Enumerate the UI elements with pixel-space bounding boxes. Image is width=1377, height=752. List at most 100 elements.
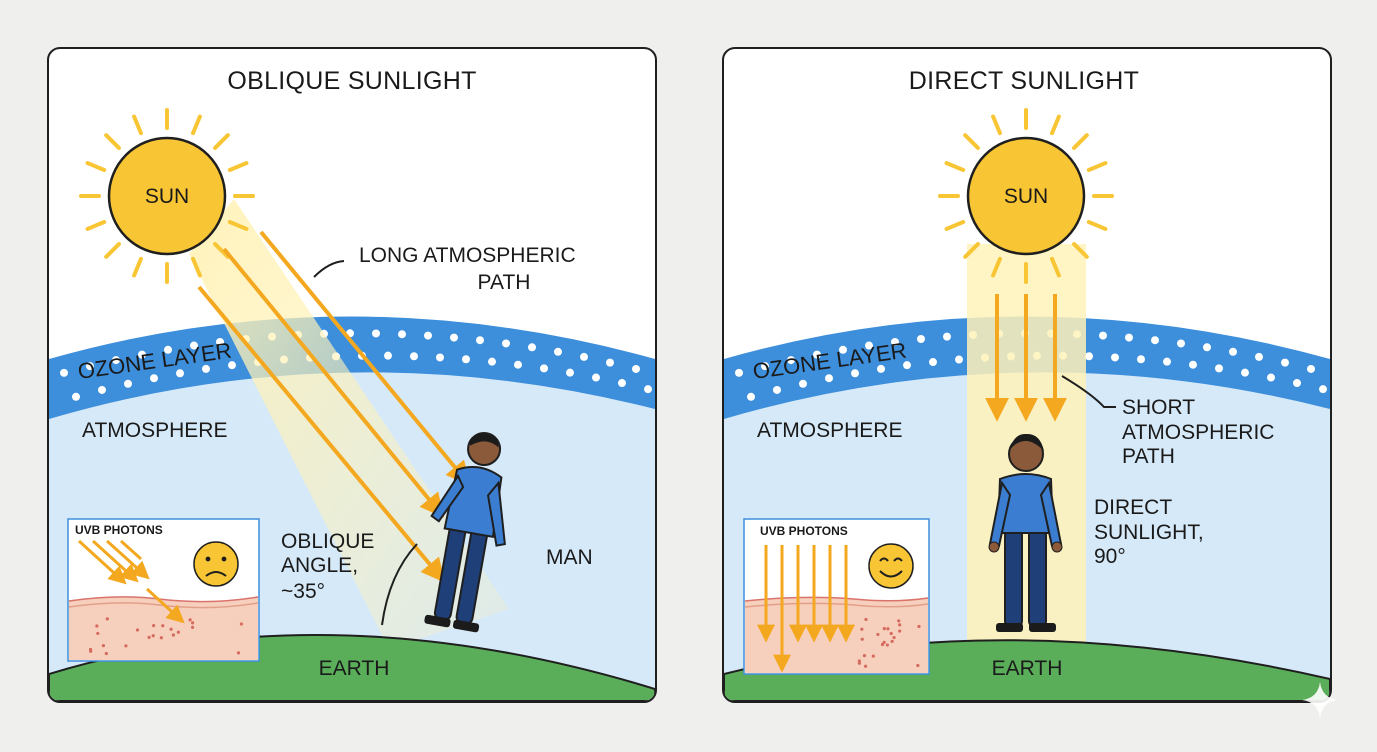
skin-cell	[102, 644, 105, 647]
sparkle-icon	[1300, 680, 1340, 720]
ozone-dot	[502, 339, 510, 347]
skin-cell	[148, 636, 151, 639]
ozone-dot	[1241, 369, 1249, 377]
ozone-dot	[1281, 359, 1289, 367]
sun-ray	[230, 163, 247, 170]
ozone-dot	[72, 393, 80, 401]
inset-label: UVB PHOTONS	[760, 524, 848, 538]
ozone-dot	[606, 359, 614, 367]
sun-ray	[1089, 163, 1106, 170]
ozone-dot	[98, 386, 106, 394]
long-path-label-line2: PATH	[478, 271, 531, 294]
skin-cell	[106, 617, 109, 620]
skin-cell	[161, 624, 164, 627]
angle-label-line2: ANGLE,	[281, 554, 358, 577]
skin-cell	[886, 627, 889, 630]
ozone-dot	[1151, 336, 1159, 344]
ozone-dot	[436, 353, 444, 361]
ozone-dot	[632, 365, 640, 373]
ozone-dot	[851, 369, 859, 377]
direct-sunlight-panel: SUN EARTH OZONE LAYER ATMOSPHERE SHORT A…	[722, 47, 1332, 703]
ozone-dot	[450, 334, 458, 342]
panel-title: OBLIQUE SUNLIGHT	[227, 67, 476, 95]
inset-label: UVB PHOTONS	[75, 523, 163, 537]
direct-label-line1: DIRECT	[1094, 496, 1172, 519]
ozone-dot	[514, 361, 522, 369]
sun-ray	[965, 135, 978, 148]
oblique-sunlight-panel: SUN EARTH LONG ATMOSPHERIC PATH OZONE LA…	[47, 47, 657, 703]
skin-cell	[152, 634, 155, 637]
skin-cell	[237, 651, 240, 654]
atmosphere-label: ATMOSPHERE	[82, 419, 227, 442]
skin-cell	[881, 643, 884, 646]
ozone-dot	[150, 374, 158, 382]
ozone-dot	[825, 374, 833, 382]
ozone-dot	[735, 369, 743, 377]
sun-ray	[1089, 222, 1106, 229]
smiling-face-icon	[869, 544, 913, 588]
skin-cell	[152, 624, 155, 627]
earth-label: EARTH	[319, 657, 390, 680]
ozone-dot	[176, 369, 184, 377]
skin-cell	[105, 652, 108, 655]
skin-cell	[191, 621, 194, 624]
ozone-dot	[580, 353, 588, 361]
skin-cell	[864, 618, 867, 621]
ozone-dot	[955, 356, 963, 364]
ozone-dot	[1099, 332, 1107, 340]
ozone-dot	[384, 352, 392, 360]
sun-ray	[993, 117, 1000, 134]
skin-cell	[861, 638, 864, 641]
man-label: MAN	[546, 546, 593, 569]
angle-label-line1: OBLIQUE	[281, 530, 374, 553]
ozone-dot	[372, 329, 380, 337]
short-path-label-line1: SHORT	[1122, 396, 1195, 419]
sun-ray	[947, 222, 964, 229]
sun-ray	[134, 117, 141, 134]
ozone-dot	[424, 332, 432, 340]
ozone-dot	[917, 335, 925, 343]
skin-cell	[892, 636, 895, 639]
ozone-dot	[1177, 339, 1185, 347]
ozone-dot	[929, 358, 937, 366]
skin-cell	[188, 618, 191, 621]
skin-cell	[916, 664, 919, 667]
ozone-dot	[540, 364, 548, 372]
sun-ray	[215, 135, 228, 148]
skin-cell	[96, 632, 99, 635]
sun-label: SUN	[145, 185, 189, 208]
ozone-dot	[462, 355, 470, 363]
ozone-dot	[1203, 343, 1211, 351]
skin-cell	[240, 622, 243, 625]
angle-label-line3: ~35°	[281, 580, 325, 603]
ozone-dot	[488, 358, 496, 366]
sun-ray	[947, 163, 964, 170]
skin-cell	[95, 624, 98, 627]
skin-cell	[876, 633, 879, 636]
ozone-dot	[943, 333, 951, 341]
skin-cell	[864, 665, 867, 668]
sun-ray	[88, 163, 105, 170]
direct-label-line2: SUNLIGHT,	[1094, 521, 1204, 544]
direct-label-line3: 90°	[1094, 545, 1126, 568]
skin-cell	[917, 625, 920, 628]
ozone-dot	[1267, 374, 1275, 382]
sun-ray	[1074, 135, 1087, 148]
uvb-inset: UVB PHOTONS	[68, 519, 259, 661]
short-path-label-line3: PATH	[1122, 445, 1175, 468]
ozone-dot	[398, 330, 406, 338]
panel-title: DIRECT SUNLIGHT	[909, 67, 1139, 95]
skin-cell	[897, 619, 900, 622]
ozone-dot	[1307, 365, 1315, 373]
sun-ray	[106, 244, 119, 257]
long-path-label-line1: LONG ATMOSPHERIC	[359, 244, 576, 267]
skin-cell	[886, 643, 889, 646]
ozone-dot	[1215, 364, 1223, 372]
sun-ray	[106, 135, 119, 148]
earth-label: EARTH	[992, 657, 1063, 680]
ozone-dot	[773, 386, 781, 394]
sun-ray	[1052, 117, 1059, 134]
ozone-dot	[618, 379, 626, 387]
skin-cell	[890, 632, 893, 635]
ozone-dot	[592, 374, 600, 382]
